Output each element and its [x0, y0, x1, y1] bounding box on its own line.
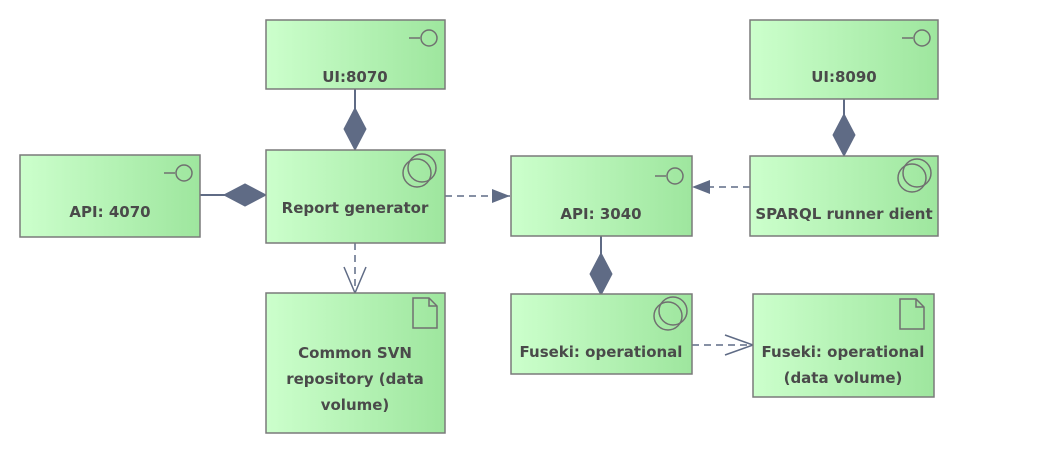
- node-label: API: 3040: [560, 205, 641, 223]
- interface-icon: [409, 29, 438, 47]
- node-label-line-1: Common SVN: [298, 344, 412, 362]
- arrowhead-sparql-api3040: [692, 180, 710, 194]
- arrowhead-report-api3040: [492, 189, 510, 203]
- node-label: SPARQL runner dient: [755, 205, 932, 223]
- interface-icon: [902, 29, 931, 47]
- composition-diamond-api4070: [222, 183, 268, 207]
- node-label-line-3: volume): [321, 396, 390, 414]
- node-fuseki-operational[interactable]: Fuseki: operational: [510, 293, 693, 375]
- interface-icon: [655, 167, 684, 185]
- node-fuseki-data-volume[interactable]: Fuseki: operational (data volume): [752, 293, 935, 398]
- composition-diamond-ui8090: [832, 112, 856, 158]
- node-label-line-1: Fuseki: operational: [762, 343, 925, 361]
- component-icon: [402, 153, 437, 188]
- node-label-line-2: repository (data: [286, 370, 424, 388]
- node-common-svn-repository[interactable]: Common SVN repository (data volume): [265, 292, 446, 434]
- composition-diamond-ui8070: [343, 106, 367, 152]
- node-label: Fuseki: operational: [520, 343, 683, 361]
- node-ui-8070[interactable]: UI:8070: [265, 19, 446, 90]
- interface-icon: [164, 164, 193, 182]
- node-sparql-runner-client[interactable]: SPARQL runner dient: [749, 155, 939, 237]
- composition-diamond-api3040: [589, 251, 613, 297]
- connectors: [200, 89, 856, 356]
- node-report-generator[interactable]: Report generator: [265, 149, 446, 244]
- node-api-4070[interactable]: API: 4070: [19, 154, 201, 238]
- node-label: UI:8070: [322, 68, 388, 86]
- component-icon: [897, 158, 932, 193]
- node-api-3040[interactable]: API: 3040: [510, 155, 693, 237]
- node-ui-8090[interactable]: UI:8090: [749, 19, 939, 100]
- node-label: UI:8090: [811, 68, 877, 86]
- node-label: API: 4070: [69, 203, 150, 221]
- node-label-line-2: (data volume): [784, 369, 903, 387]
- node-label: Report generator: [282, 199, 429, 217]
- component-icon: [653, 296, 688, 331]
- artifact-icon: [899, 298, 925, 330]
- artifact-icon: [412, 297, 438, 329]
